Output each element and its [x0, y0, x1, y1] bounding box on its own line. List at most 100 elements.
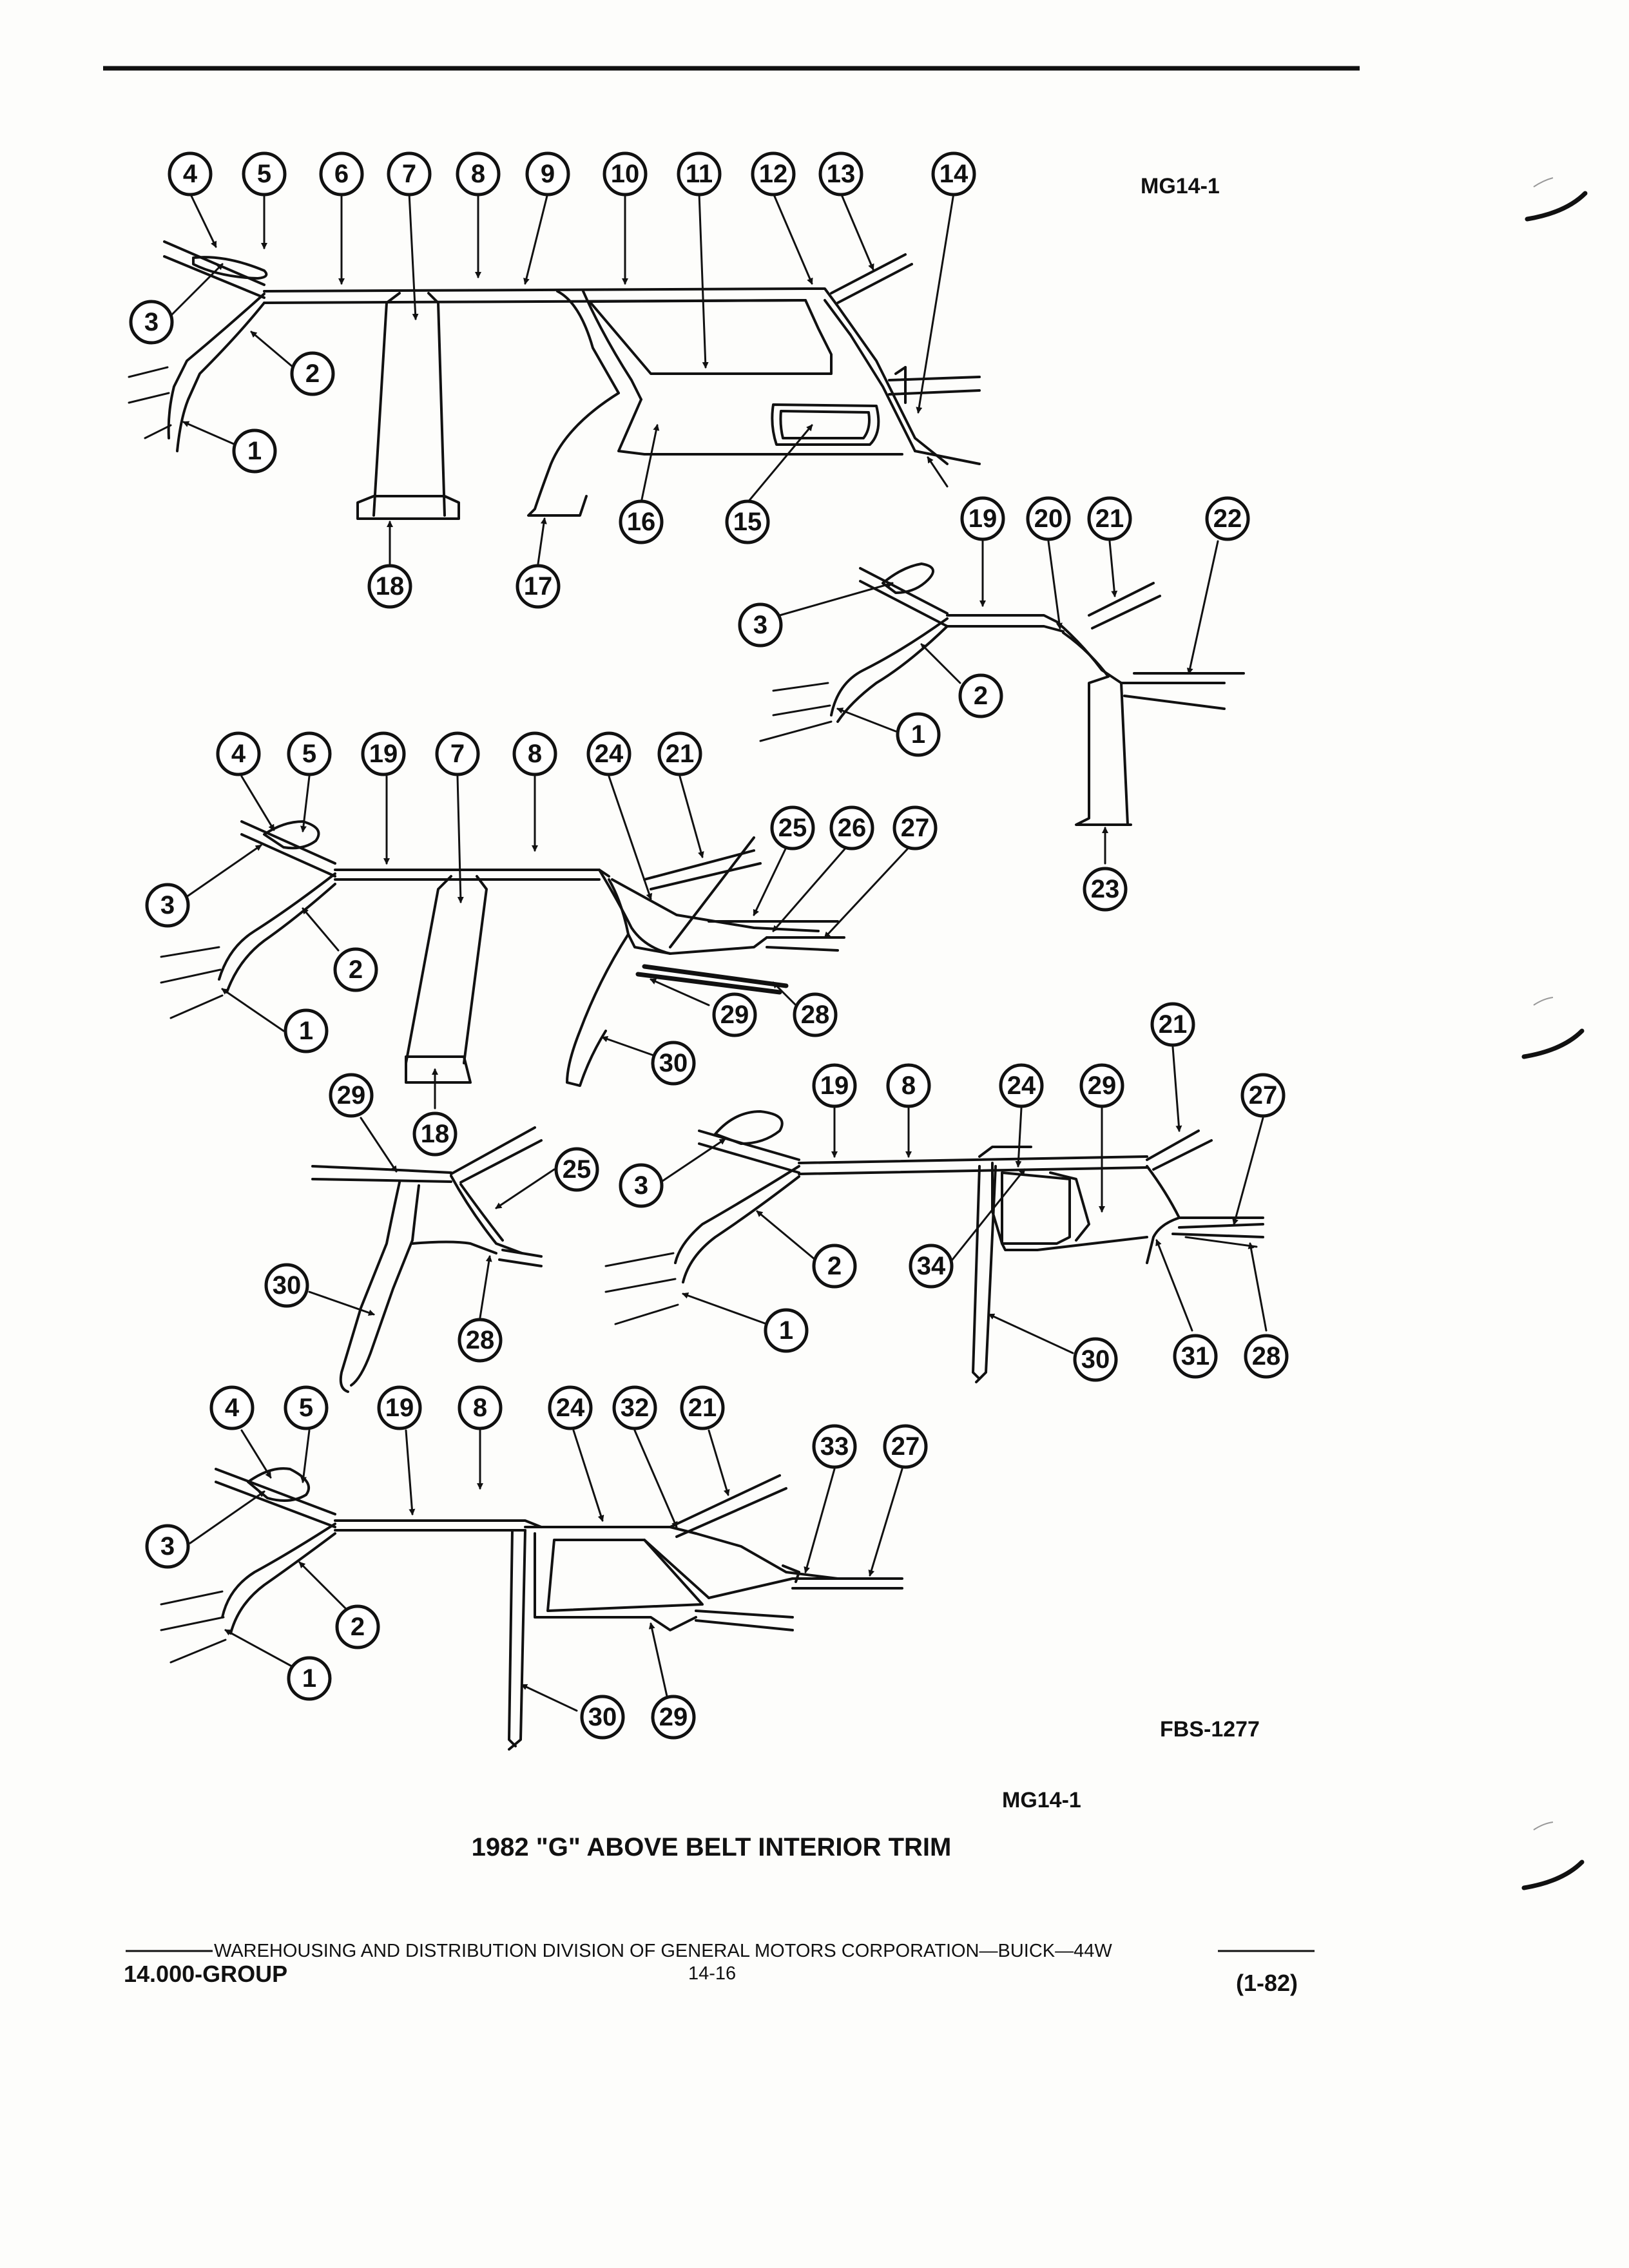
view-5-sedan — [604, 1110, 1264, 1383]
callout-21: 21 — [680, 1385, 725, 1430]
svg-text:4: 4 — [231, 740, 246, 768]
callout-27: 27 — [1240, 1073, 1286, 1118]
callout-11: 11 — [677, 151, 722, 197]
svg-text:3: 3 — [634, 1171, 648, 1200]
leader-lines — [169, 192, 1268, 1712]
callout-24: 24 — [586, 731, 631, 776]
callout-30: 30 — [580, 1695, 625, 1740]
svg-text:26: 26 — [838, 814, 867, 842]
callout-5: 5 — [242, 151, 287, 197]
callout-21: 21 — [657, 731, 702, 776]
svg-text:3: 3 — [160, 1532, 175, 1561]
svg-text:12: 12 — [759, 160, 788, 188]
callout-view-3: 4 5 19 7 8 24 21 25 26 27 3 2 1 18 30 29… — [145, 731, 938, 1157]
svg-text:8: 8 — [473, 1394, 487, 1422]
figure-ref-fbs: FBS-1277 — [1160, 1717, 1260, 1742]
svg-text:27: 27 — [901, 814, 930, 842]
callout-29: 29 — [329, 1073, 374, 1118]
callout-3: 3 — [129, 300, 174, 345]
svg-text:29: 29 — [720, 1001, 749, 1029]
callout-view-5: 19 8 24 29 21 27 3 2 34 1 30 31 28 — [619, 1002, 1289, 1382]
callout-32: 32 — [612, 1385, 657, 1430]
callout-3: 3 — [738, 602, 783, 648]
svg-text:2: 2 — [349, 956, 363, 984]
callout-5: 5 — [284, 1385, 329, 1430]
callout-view-2: 19 20 21 22 3 2 1 23 — [738, 496, 1250, 912]
callout-1: 1 — [896, 712, 941, 757]
callout-29: 29 — [1079, 1063, 1124, 1108]
callout-4: 4 — [168, 151, 213, 197]
svg-text:8: 8 — [471, 160, 485, 188]
callout-1: 1 — [764, 1308, 809, 1353]
callout-7: 7 — [435, 731, 480, 776]
callout-29: 29 — [712, 992, 757, 1037]
footer-page-number: 14-16 — [688, 1963, 736, 1984]
svg-text:5: 5 — [257, 160, 271, 188]
callout-8: 8 — [456, 151, 501, 197]
callout-8: 8 — [886, 1063, 931, 1108]
callout-34: 34 — [909, 1244, 954, 1289]
svg-text:15: 15 — [733, 508, 762, 536]
svg-text:16: 16 — [627, 508, 656, 536]
svg-text:29: 29 — [659, 1703, 688, 1731]
svg-text:2: 2 — [351, 1613, 365, 1641]
svg-text:30: 30 — [659, 1049, 688, 1077]
callout-17: 17 — [516, 564, 561, 609]
svg-text:14: 14 — [940, 160, 969, 188]
svg-text:1: 1 — [299, 1017, 313, 1045]
svg-text:17: 17 — [524, 572, 553, 601]
callout-2: 2 — [958, 673, 1003, 718]
callout-28: 28 — [458, 1318, 503, 1363]
callout-33: 33 — [812, 1424, 857, 1469]
svg-text:1: 1 — [911, 720, 925, 749]
svg-text:24: 24 — [595, 740, 624, 768]
callout-29: 29 — [651, 1695, 696, 1740]
footer-division: WAREHOUSING AND DISTRIBUTION DIVISION OF… — [214, 1941, 1112, 1961]
callout-18: 18 — [412, 1111, 458, 1157]
figure-ref-top: MG14-1 — [1141, 174, 1220, 198]
callout-25: 25 — [554, 1147, 599, 1192]
callout-2: 2 — [335, 1604, 380, 1649]
callout-15: 15 — [725, 499, 770, 544]
svg-text:2: 2 — [974, 682, 988, 710]
svg-text:2: 2 — [827, 1252, 842, 1280]
svg-text:32: 32 — [621, 1394, 650, 1422]
callout-1: 1 — [232, 428, 277, 474]
svg-text:24: 24 — [556, 1394, 585, 1422]
svg-text:4: 4 — [225, 1394, 240, 1422]
callout-1: 1 — [287, 1656, 332, 1701]
figure-title: 1982 "G" ABOVE BELT INTERIOR TRIM — [472, 1833, 952, 1861]
callout-4: 4 — [216, 731, 261, 776]
callout-24: 24 — [999, 1063, 1044, 1108]
callout-8: 8 — [458, 1385, 503, 1430]
callout-31: 31 — [1173, 1334, 1218, 1379]
svg-text:25: 25 — [778, 814, 807, 842]
callout-23: 23 — [1083, 867, 1128, 912]
view-4-detail — [311, 1126, 543, 1393]
callout-6: 6 — [319, 151, 364, 197]
callout-21: 21 — [1150, 1002, 1195, 1047]
svg-text:21: 21 — [1095, 505, 1124, 533]
callout-30: 30 — [1073, 1337, 1118, 1382]
callout-24: 24 — [548, 1385, 593, 1430]
view-3-sedan — [160, 820, 845, 1087]
callout-19: 19 — [361, 731, 406, 776]
svg-text:28: 28 — [1252, 1342, 1281, 1370]
svg-text:33: 33 — [820, 1432, 849, 1461]
callout-9: 9 — [525, 151, 570, 197]
svg-text:23: 23 — [1091, 875, 1120, 903]
svg-text:24: 24 — [1007, 1072, 1036, 1100]
callout-21: 21 — [1087, 496, 1132, 541]
callout-5: 5 — [287, 731, 332, 776]
svg-text:27: 27 — [891, 1432, 920, 1461]
callout-view-1: 4 5 6 7 8 9 10 11 12 13 14 3 2 1 18 17 1… — [129, 151, 976, 609]
svg-text:21: 21 — [1159, 1010, 1188, 1039]
svg-text:4: 4 — [183, 160, 198, 188]
callout-30: 30 — [264, 1263, 309, 1308]
svg-text:28: 28 — [466, 1326, 495, 1354]
callout-27: 27 — [883, 1424, 928, 1469]
svg-text:22: 22 — [1213, 505, 1242, 533]
footer-date: (1-82) — [1236, 1970, 1298, 1996]
